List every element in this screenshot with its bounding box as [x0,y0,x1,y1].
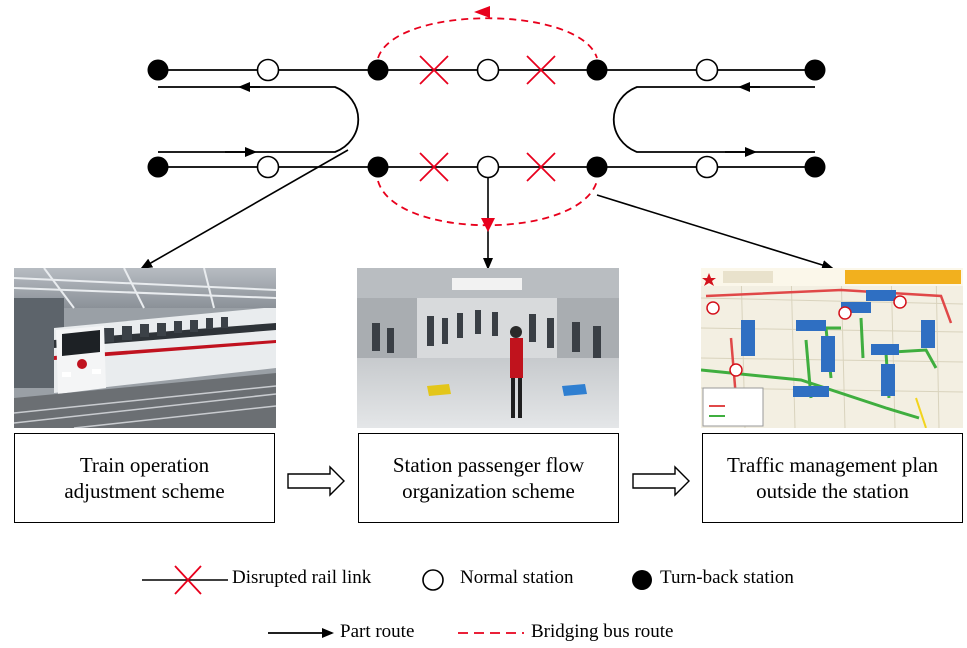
passenger-flow-scheme-box: Station passenger flow organization sche… [358,433,619,523]
legend-turnback-icon [632,570,652,590]
turnback-station [147,156,169,178]
legend-disrupted-label: Disrupted rail link [232,567,372,588]
turnback-station [586,59,608,81]
normal-station [695,58,719,82]
turnback-station [147,59,169,81]
legend-turnback-label: Turn-back station [660,567,794,588]
turnback-station [804,156,826,178]
bus-route-down-arrowhead [481,218,495,232]
normal-station [256,155,280,179]
traffic-map [701,268,963,428]
flow-arrow-1 [287,465,345,497]
turnback-station [804,59,826,81]
disrupted-marker [419,55,449,85]
legend-disrupted-icon [142,565,228,595]
station-hall-photo [357,268,619,428]
normal-station [476,155,500,179]
train-photo [14,268,276,428]
train-operation-scheme-box: Train operation adjustment scheme [14,433,275,523]
normal-station [695,155,719,179]
right-turnback-loop [612,86,815,153]
legend-bus-route-label: Bridging bus route [531,621,674,642]
bus-route-upper [377,17,598,59]
legend-normal-label: Normal station [460,567,574,588]
disrupted-marker [526,152,556,182]
passenger-flow-scheme-label: Station passenger flow organization sche… [392,453,585,503]
bus-route-upper-arrowhead [474,6,490,18]
arrow-to-traffic-map [596,194,834,270]
traffic-management-plan-label: Traffic management plan outside the stat… [726,453,939,503]
disrupted-marker [419,152,449,182]
normal-station [476,58,500,82]
left-turnback-loop [158,86,360,153]
turnback-station [367,156,389,178]
normal-station [256,58,280,82]
flow-arrow-2 [632,465,690,497]
legend-part-route-label: Part route [340,621,415,642]
legend-normal-icon [422,569,444,591]
turnback-station [586,156,608,178]
disrupted-marker [526,55,556,85]
traffic-management-plan-box: Traffic management plan outside the stat… [702,433,963,523]
turnback-station [367,59,389,81]
arrow-to-train-photo [140,149,349,269]
train-operation-scheme-label: Train operation adjustment scheme [64,453,225,503]
